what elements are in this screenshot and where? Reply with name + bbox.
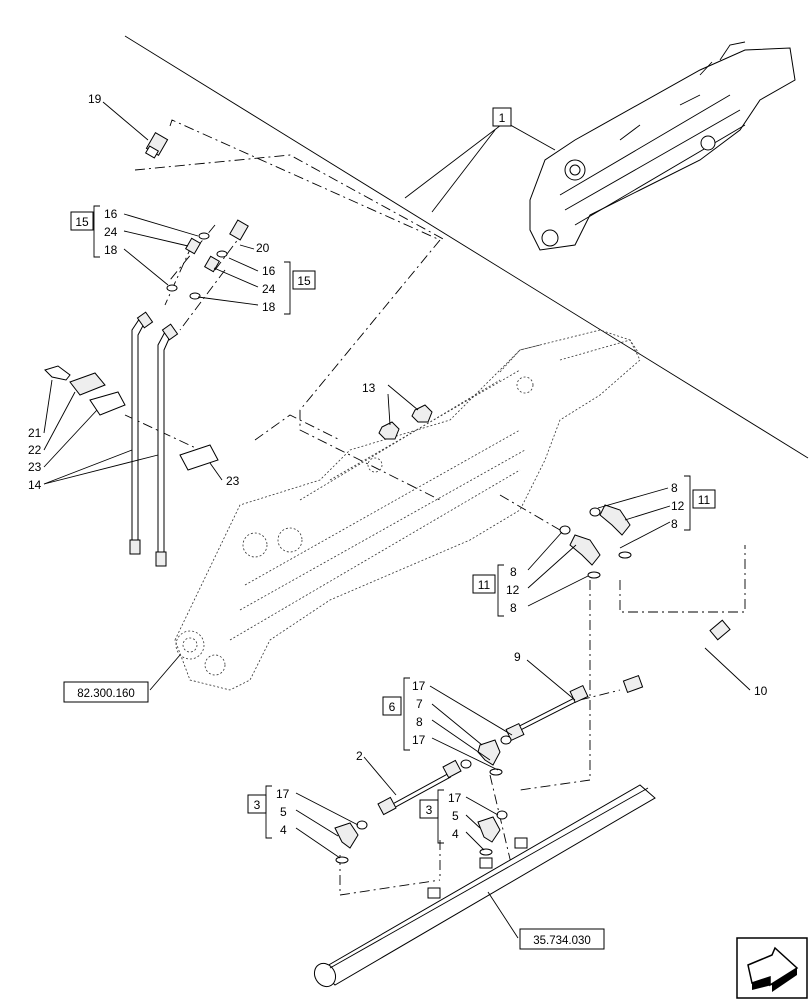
callout-19: 19: [88, 92, 102, 106]
callout-20: 20: [256, 241, 270, 255]
group-box-11-right[interactable]: 11: [692, 489, 716, 509]
leader-line: [504, 121, 556, 151]
callout-4: 4: [280, 823, 287, 837]
ref-box-cylinder[interactable]: 35.734.030: [519, 928, 605, 950]
next-page-arrow-icon[interactable]: [736, 937, 808, 999]
svg-text:82.300.160: 82.300.160: [77, 688, 135, 700]
callout-23: 23: [28, 460, 42, 474]
nuts-13: [378, 404, 433, 440]
fittings-24: [184, 237, 221, 273]
leader-line: [404, 121, 506, 199]
callout-24: 24: [262, 282, 276, 296]
hydraulic-cylinder: [313, 784, 656, 988]
routing-line: [519, 580, 591, 791]
routing-line: [164, 244, 193, 306]
group-brackets: [93, 205, 691, 844]
svg-text:15: 15: [297, 274, 311, 288]
group-box-3-right[interactable]: 3: [419, 799, 439, 819]
adapter-19: [144, 132, 169, 159]
group-box-1[interactable]: 1: [492, 107, 512, 127]
callout-12: 12: [671, 499, 685, 513]
callout-5: 5: [280, 805, 287, 819]
callout-8: 8: [671, 517, 678, 531]
leader-line: [431, 129, 496, 213]
tube-2: [377, 759, 472, 816]
elbow-fittings-12: [559, 504, 632, 579]
leader-lines: [43, 101, 751, 939]
routing-line: [579, 689, 621, 701]
group-box-15-right[interactable]: 15: [292, 270, 316, 290]
routing-line: [179, 269, 226, 331]
boom-assembly-inset: [529, 41, 796, 251]
callout-8: 8: [510, 565, 517, 579]
callout-24: 24: [104, 225, 118, 239]
callout-8: 8: [416, 715, 423, 729]
callout-18: 18: [262, 300, 276, 314]
group-box-6[interactable]: 6: [382, 696, 402, 716]
svg-text:3: 3: [254, 798, 261, 812]
callout-16: 16: [262, 264, 276, 278]
callout-17: 17: [448, 791, 462, 805]
callout-21: 21: [28, 426, 42, 440]
svg-text:35.734.030: 35.734.030: [533, 935, 591, 947]
callout-17: 17: [276, 787, 290, 801]
adapter-20: [229, 219, 249, 241]
group-box-3-left[interactable]: 3: [247, 794, 267, 814]
hydraulic-pipes: [129, 311, 179, 567]
callout-8: 8: [510, 601, 517, 615]
section-divider-line: [124, 35, 809, 459]
svg-text:11: 11: [478, 578, 491, 592]
callout-7: 7: [416, 697, 423, 711]
tube-9: [505, 684, 589, 742]
ref-box-boom[interactable]: 82.300.160: [63, 681, 149, 703]
callout-13: 13: [362, 381, 376, 395]
o-rings: [166, 232, 228, 300]
callout-labels: 19 16 24 18 20 16 24 18 13 21 22 23 14 2…: [28, 92, 768, 841]
elbows-5: [334, 810, 508, 864]
callout-2: 2: [356, 749, 363, 763]
routing-line: [134, 154, 446, 241]
callout-5: 5: [452, 809, 459, 823]
routing-line: [254, 414, 341, 441]
callout-10: 10: [754, 684, 768, 698]
svg-text:6: 6: [389, 700, 396, 714]
callout-14: 14: [28, 478, 42, 492]
group-box-15-left[interactable]: 15: [70, 211, 94, 231]
callout-8: 8: [671, 481, 678, 495]
callout-17: 17: [412, 679, 426, 693]
group-box-11-left[interactable]: 11: [472, 574, 496, 594]
callout-9: 9: [514, 650, 521, 664]
svg-text:15: 15: [75, 215, 89, 229]
svg-text:1: 1: [499, 111, 506, 125]
routing-line: [169, 119, 441, 501]
svg-text:11: 11: [698, 493, 711, 507]
callout-12: 12: [506, 583, 520, 597]
boom-outline: [174, 329, 641, 691]
callout-16: 16: [104, 207, 118, 221]
routing-line: [339, 855, 441, 896]
routing-line: [499, 494, 561, 531]
tee-fitting-7: [477, 735, 512, 776]
callout-18: 18: [104, 243, 118, 257]
clamp-parts: [44, 365, 219, 471]
callout-17: 17: [412, 733, 426, 747]
callout-22: 22: [28, 443, 42, 457]
hose-10: [622, 619, 731, 694]
callout-4: 4: [452, 827, 459, 841]
callout-23: 23: [226, 474, 240, 488]
routing-line: [619, 545, 746, 613]
svg-text:3: 3: [426, 803, 433, 817]
